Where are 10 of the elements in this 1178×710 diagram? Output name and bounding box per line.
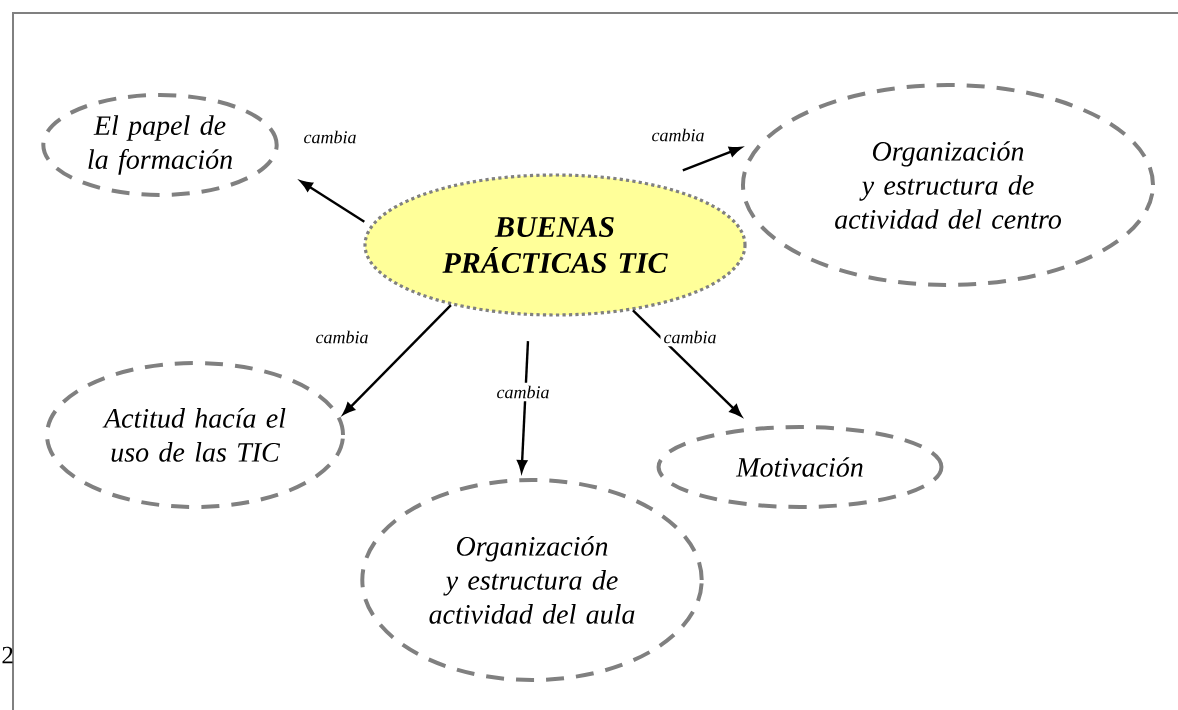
edge-label: cambia	[312, 327, 372, 347]
edge-label: cambia	[660, 327, 720, 347]
edge-label: cambia	[493, 382, 553, 402]
arrow	[682, 146, 742, 172]
page-number: 2	[2, 646, 13, 664]
edge-label: cambia	[648, 125, 708, 145]
edge-label: cambia	[300, 127, 360, 147]
arrow	[300, 180, 365, 223]
arrow	[342, 304, 452, 415]
arrow	[632, 309, 742, 417]
